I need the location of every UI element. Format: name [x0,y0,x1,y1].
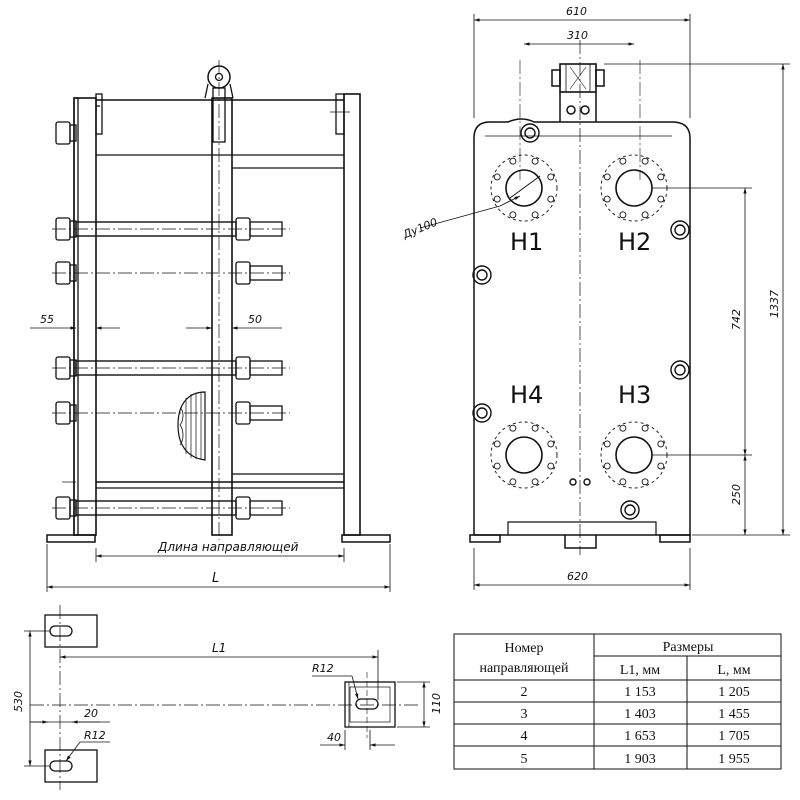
bolt-hole [509,157,517,165]
bolt-hole [619,478,627,486]
table-cell-n: 3 [521,707,528,722]
bolt-hole [603,173,611,181]
table-cell-l: 1 455 [718,707,750,722]
bolt-hole [531,478,539,486]
tie-bolt-4 [52,401,290,425]
dim-250-label: 250 [730,484,743,505]
base-foot-left [46,534,96,543]
side-view [46,60,391,543]
bolt-hole [509,424,517,432]
dim-1337-label: 1337 [768,290,781,318]
table-cell-l1: 1 653 [624,729,656,744]
bolt-hole [531,424,539,432]
front-view-dimensions [419,14,790,590]
bolt-hole [641,157,649,165]
dim-310-label: 310 [567,29,588,42]
bolt-hole [641,424,649,432]
port-label-h3: Н3 [618,381,651,409]
bolt-hole [531,157,539,165]
plate-pack-fragment [177,391,206,461]
table-cell-n: 5 [521,752,528,767]
dim-40-label: 40 [327,731,341,744]
tie-bolt-2 [52,261,290,285]
bolt-hole [509,478,517,486]
dim-50-label: 50 [248,313,262,326]
table-header-guide-number-line2: направляющей [479,661,569,676]
port-h1 [490,154,558,222]
front-tie-bolt-nuts [472,123,690,520]
bolt-hole [603,440,611,448]
bolt-hole [641,211,649,219]
flange-bolt-holes [493,157,665,486]
guide-length-label: Длина направляющей [157,540,299,554]
side-view-dimensions [30,326,391,592]
bolt-hole [657,173,665,181]
port-label-h2: Н2 [618,228,651,256]
dim-620-label: 620 [567,570,588,583]
bolt-hole [619,157,627,165]
radius-bottom-label: R12 [84,729,106,742]
tie-bolt-1 [52,217,290,241]
dim-20-label: 20 [84,707,98,720]
guide-detail [30,605,420,790]
bolt-hole [641,478,649,486]
bolt-hole [547,173,555,181]
pressure-plate [211,97,233,536]
bolt-hole [547,462,555,470]
table-cell-n: 2 [521,685,528,700]
dim-L-label: L [212,571,219,586]
bolt-hole [603,195,611,203]
bolt-hole [547,195,555,203]
bolt-hole [657,440,665,448]
bolt-hole [603,462,611,470]
bolt-hole [657,462,665,470]
table-cell-n: 4 [521,729,528,744]
port-label-h4: Н4 [510,381,543,409]
front-view [469,40,691,555]
radius-top-label: R12 [312,662,334,675]
bolt-hole [493,462,501,470]
table-cell-l: 1 705 [718,729,750,744]
table-cell-l1: 1 903 [624,752,656,767]
table-cell-l: 1 205 [718,685,750,700]
guide-detail-dimensions [24,630,430,767]
nozzle-label: Ду100 [400,216,439,242]
bolt-hole [619,211,627,219]
bolt-hole [531,211,539,219]
table-header-L: L, мм [717,663,750,678]
column-head [335,93,345,135]
bolt-hole [657,195,665,203]
port-label-h1: Н1 [510,228,543,256]
support-column [343,93,361,536]
table-cell-l: 1 955 [718,752,750,767]
bolt-hole [619,424,627,432]
base-foot-right [341,534,391,543]
tie-bolt-5 [52,496,290,520]
dim-55-label: 55 [40,313,54,326]
bolt-hole [547,440,555,448]
port-h4 [490,421,558,489]
table-header-sizes: Размеры [663,640,714,655]
dim-110-label: 110 [430,693,443,714]
tie-bolt-3 [52,356,290,380]
dim-530-label: 530 [12,691,25,712]
table-header-guide-number-line1: Номер [505,641,544,656]
guide-top-plate [44,614,98,648]
bolt-hole [493,195,501,203]
bolt-hole [509,211,517,219]
table-cell-l1: 1 153 [624,685,656,700]
table-cell-l1: 1 403 [624,707,656,722]
dim-L1-label: L1 [212,641,226,655]
fixed-plate-left [73,97,97,536]
dim-610-label: 610 [566,5,587,18]
dim-742-label: 742 [730,309,743,330]
bolt-hole [493,173,501,181]
table-header-L1: L1, мм [620,663,660,678]
sizes-table [453,633,782,770]
guide-end-plate [344,681,396,728]
frame-plate-outline [473,118,691,536]
bolt-hole [493,440,501,448]
